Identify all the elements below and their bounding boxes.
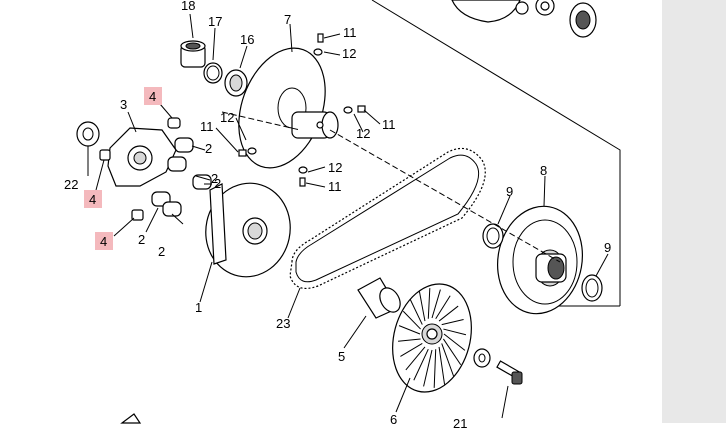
fan-fin <box>435 295 451 320</box>
callout-12d: 12 <box>328 160 342 175</box>
fan-fin <box>413 349 429 381</box>
callout-16: 16 <box>240 32 254 47</box>
callout-2d: 2 <box>138 232 145 247</box>
callout-11d: 11 <box>328 179 342 194</box>
fan-fin <box>402 310 421 330</box>
callout-8: 8 <box>540 163 547 178</box>
callout-5: 5 <box>338 349 345 364</box>
callout-9b: 9 <box>604 240 611 255</box>
ring-9-pieces <box>482 223 603 302</box>
fan-fin <box>398 338 421 342</box>
fan-fin <box>427 288 431 319</box>
callout-highlight <box>144 87 162 105</box>
fan-fin <box>442 338 462 366</box>
fan-fin <box>443 328 467 336</box>
callout-12b: 12 <box>220 110 234 125</box>
callout-9a: 9 <box>506 184 513 199</box>
fan-fin <box>400 342 423 357</box>
fan-fin <box>438 346 446 385</box>
washer-and-bolt-21 <box>473 348 523 385</box>
boundary-line-top <box>371 0 621 306</box>
callout-1: 1 <box>195 300 202 315</box>
fan-fin <box>431 289 441 319</box>
callout-6: 6 <box>390 412 397 427</box>
cam-3 <box>107 117 181 187</box>
callout-4b: 4 <box>89 192 96 207</box>
needle-bearing-18 <box>180 40 206 68</box>
bearing-16 <box>224 69 248 97</box>
callout-3: 3 <box>120 97 127 112</box>
callout-2b: 2 <box>211 171 218 186</box>
callout-22: 22 <box>64 177 78 192</box>
fan-fin <box>433 349 437 388</box>
secondary-sheave-8 <box>496 205 584 315</box>
callout-11c: 11 <box>382 117 396 132</box>
circlip-17 <box>203 62 223 84</box>
fan-fin <box>398 325 421 335</box>
callout-4a: 4 <box>149 89 156 104</box>
callout-21: 21 <box>453 416 467 428</box>
callout-highlight <box>95 232 113 250</box>
callout-11a: 11 <box>343 25 357 40</box>
v-belt-23 <box>289 147 486 289</box>
callout-2a: 2 <box>205 141 212 156</box>
side-panel <box>662 0 726 423</box>
callout-17: 17 <box>208 14 222 29</box>
screws-and-washers <box>238 33 366 187</box>
fan-fin <box>409 299 423 325</box>
movable-sheave-1 <box>205 182 291 278</box>
slider-4-pieces <box>99 149 144 221</box>
axis-line <box>221 111 561 263</box>
fan-fin <box>438 305 459 322</box>
callout-23: 23 <box>276 316 290 331</box>
fan-fin <box>443 333 466 351</box>
leader-lines <box>87 13 609 419</box>
callout-highlight <box>84 190 102 208</box>
fixed-sheave-7 <box>238 47 339 169</box>
callout-12c: 12 <box>356 126 370 141</box>
callout-7: 7 <box>284 12 291 27</box>
fan-sheave-6 <box>392 283 472 393</box>
fan-fin <box>441 343 455 377</box>
callout-11b: 11 <box>200 119 214 134</box>
fan-fin <box>441 319 464 326</box>
diagram-svg: 1817711121643121112112222121142894229123… <box>64 0 621 428</box>
lower-part-partial <box>120 413 142 424</box>
collar-5 <box>357 277 401 319</box>
callout-12a: 12 <box>342 46 356 61</box>
fan-fin <box>405 346 426 371</box>
fan-fin <box>423 349 433 387</box>
callout-18: 18 <box>181 0 195 13</box>
fan-fin <box>418 291 426 322</box>
callout-4c: 4 <box>100 234 107 249</box>
callout-2e: 2 <box>158 244 165 259</box>
washer-22 <box>76 121 100 147</box>
callout-2c: 2 <box>214 176 221 191</box>
upper-sheave-partial <box>451 0 597 38</box>
